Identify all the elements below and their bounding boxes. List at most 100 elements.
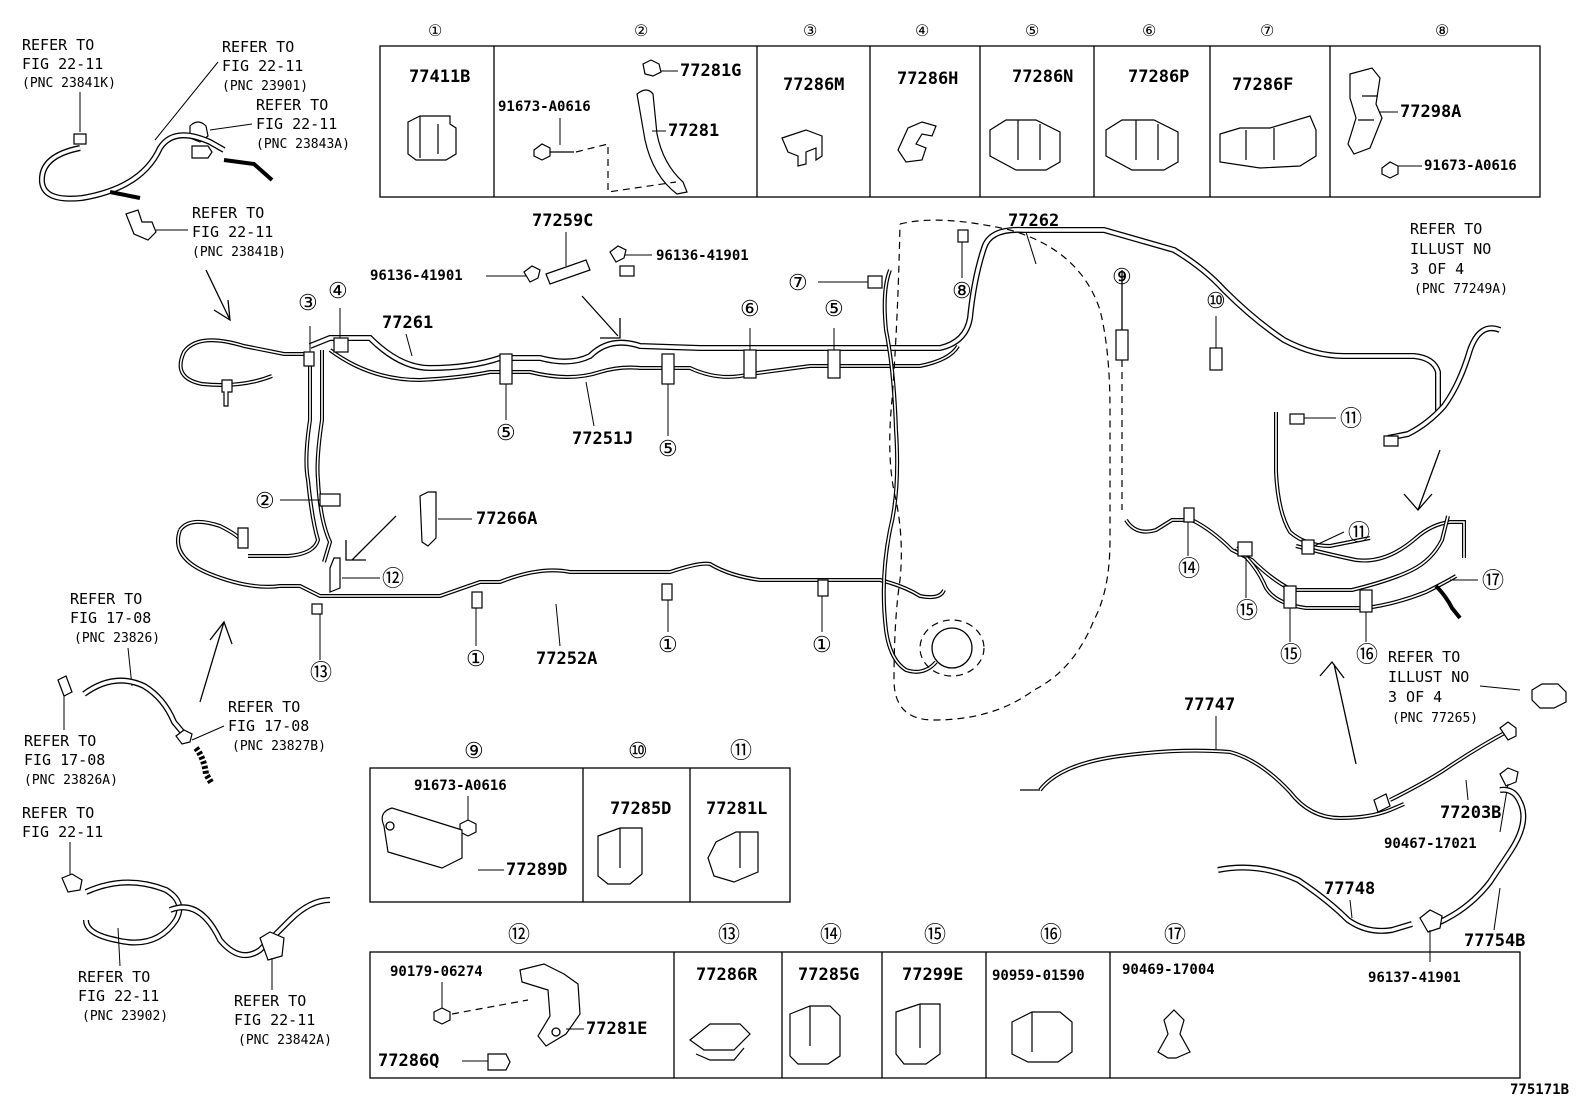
part-label: 77286P xyxy=(1128,67,1189,87)
part-label: 77259C xyxy=(532,211,593,231)
callout-number: ⑫ xyxy=(382,567,404,592)
refer-text: ILLUST NO xyxy=(1410,240,1491,258)
clamp-part xyxy=(1105,119,1179,171)
refer-text: (PNC 23826A) xyxy=(24,773,118,788)
callout-number: ⑤ xyxy=(824,297,844,322)
column-number: ⑫ xyxy=(508,923,530,948)
refer-text: (PNC 23827B) xyxy=(232,739,326,754)
part-label: 77286R xyxy=(696,965,758,985)
top-parts-box: ① ② ③ ④ ⑤ ⑥ ⑦ ⑧ 77411B 77281G 91673-A061… xyxy=(379,21,1541,198)
bracket-part xyxy=(636,89,688,195)
refer-text: ILLUST NO xyxy=(1388,668,1469,686)
part-label: 91673-A0616 xyxy=(414,778,507,794)
part-label: 77281L xyxy=(706,799,767,819)
refer-text: (PNC 77265) xyxy=(1392,711,1478,726)
refer-text: REFER TO xyxy=(22,804,94,822)
column-number: ⑥ xyxy=(1142,21,1156,40)
callout-number: ⑮ xyxy=(1236,599,1258,624)
column-number: ⑪ xyxy=(730,739,752,764)
callout-number: ⑮ xyxy=(1280,643,1302,668)
callout-number: ⑥ xyxy=(740,297,760,322)
refer-text: REFER TO xyxy=(256,96,328,114)
refer-text: REFER TO xyxy=(1388,648,1460,666)
part-label: 77286F xyxy=(1232,75,1293,95)
part-label: 77411B xyxy=(409,67,470,87)
part-label: 77281G xyxy=(680,61,741,81)
column-number: ⑮ xyxy=(924,923,946,948)
part-label: 96137-41901 xyxy=(1368,970,1461,986)
callouts: ③ ④ ② ⑤ ⑤ ⑥ ⑤ ⑦ ⑧ ⑨ ⑩ ⑪ ⑪ ⑫ ⑬ ① ① ① ⑭ ⑮ … xyxy=(255,265,1504,686)
refer-text: FIG 17-08 xyxy=(24,751,105,769)
part-label: 96136-41901 xyxy=(370,268,463,284)
refer-text: REFER TO xyxy=(24,732,96,750)
clip-part xyxy=(642,59,662,77)
column-number: ⑧ xyxy=(1435,21,1449,40)
part-label: 77251J xyxy=(572,429,633,449)
callout-number: ⑦ xyxy=(788,271,808,296)
column-number: ⑯ xyxy=(1040,923,1062,948)
part-label: 77299E xyxy=(902,965,963,985)
clip-part xyxy=(781,129,823,167)
bottom-parts-box: ⑫ ⑬ ⑭ ⑮ ⑯ ⑰ 90179-06274 77281E 77286Q 77… xyxy=(369,923,1521,1079)
part-label: 91673-A0616 xyxy=(498,99,591,115)
refer-text: 3 OF 4 xyxy=(1388,688,1442,706)
refer-text: FIG 22-11 xyxy=(234,1011,315,1029)
part-label: 77252A xyxy=(536,649,597,669)
column-number: ⑨ xyxy=(464,739,484,764)
column-number: ② xyxy=(634,21,648,40)
callout-number: ⑭ xyxy=(1178,557,1200,582)
column-number: ⑦ xyxy=(1260,21,1274,40)
refer-text: REFER TO xyxy=(234,992,306,1010)
part-label: 77261 xyxy=(382,313,433,333)
refer-text: REFER TO xyxy=(192,204,264,222)
part-label: 77289D xyxy=(506,860,567,880)
callout-number: ⑧ xyxy=(952,279,972,304)
column-number: ⑤ xyxy=(1025,21,1039,40)
refer-text: REFER TO xyxy=(70,590,142,608)
refer-group-right-top: REFER TO ILLUST NO 3 OF 4 (PNC 77249A) xyxy=(1383,220,1508,511)
clip-part xyxy=(897,121,937,163)
part-label: 77203B xyxy=(1440,803,1501,823)
refer-text: 3 OF 4 xyxy=(1410,260,1464,278)
callout-number: ① xyxy=(812,633,832,658)
part-label: 77285G xyxy=(798,965,859,985)
part-label: 90469-17004 xyxy=(1122,962,1215,978)
refer-text: REFER TO xyxy=(222,38,294,56)
part-label: 77286N xyxy=(1012,67,1073,87)
clamp-part xyxy=(989,119,1061,171)
bottom-right-parts: 77747 REFER TO ILLUST NO 3 OF 4 (PNC 772… xyxy=(1020,648,1567,986)
column-number: ⑭ xyxy=(820,923,842,948)
column-number: ① xyxy=(428,21,442,40)
part-label: 77748 xyxy=(1324,879,1375,899)
refer-group-left-bottom: REFER TO FIG 22-11 REFER TO FIG 22-11 (P… xyxy=(22,804,332,1048)
callout-number: ⑩ xyxy=(1206,289,1226,314)
refer-text: REFER TO xyxy=(228,698,300,716)
callout-number: ⑤ xyxy=(496,421,516,446)
refer-text: REFER TO xyxy=(1410,220,1482,238)
column-number: ⑩ xyxy=(628,739,648,764)
part-label: 77281E xyxy=(586,1019,647,1039)
column-number: ⑰ xyxy=(1164,923,1186,948)
clamp-part xyxy=(1219,115,1317,169)
refer-text: REFER TO xyxy=(78,968,150,986)
part-label: 91673-A0616 xyxy=(1424,158,1517,174)
callout-number: ② xyxy=(255,489,275,514)
refer-text: (PNC 23841B) xyxy=(192,245,286,260)
refer-text: FIG 22-11 xyxy=(192,223,273,241)
column-number: ④ xyxy=(915,21,929,40)
bolt-part xyxy=(1381,161,1399,179)
refer-text: FIG 17-08 xyxy=(228,717,309,735)
part-label: 77281 xyxy=(668,121,719,141)
callout-number: ⑤ xyxy=(658,437,678,462)
refer-text: FIG 22-11 xyxy=(22,823,103,841)
callout-number: ⑪ xyxy=(1340,407,1362,432)
callout-number: ⑬ xyxy=(310,661,332,686)
callout-number: ⑰ xyxy=(1482,569,1504,594)
refer-text: (PNC 77249A) xyxy=(1414,282,1508,297)
clamp-part xyxy=(407,115,457,161)
refer-text: FIG 22-11 xyxy=(78,987,159,1005)
refer-text: FIG 17-08 xyxy=(70,609,151,627)
refer-text: (PNC 23901) xyxy=(222,79,308,94)
mid-parts-box: ⑨ ⑩ ⑪ 91673-A0616 77289D 77285D 77281L xyxy=(369,739,791,903)
bolt-part xyxy=(533,143,574,161)
